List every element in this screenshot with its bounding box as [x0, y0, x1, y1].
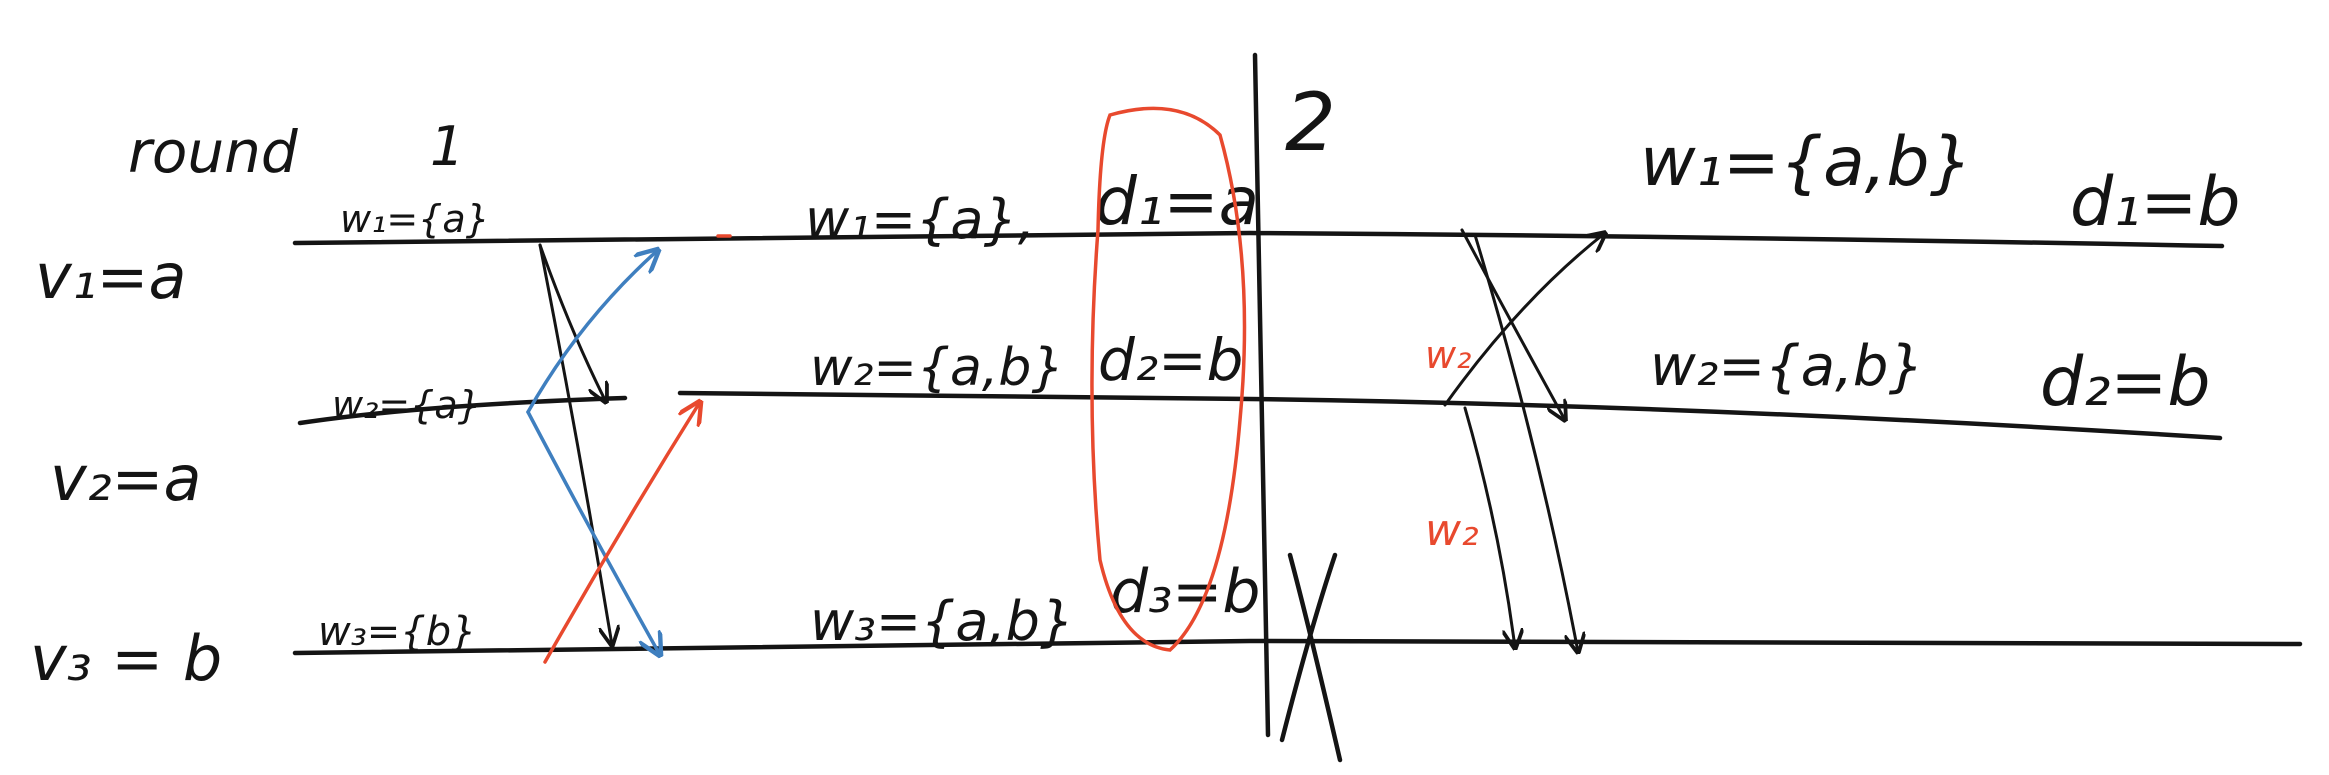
message-v2-to-v3-blue: [526, 410, 660, 655]
round2-message-v1-to-v2: [1460, 228, 1565, 420]
round1-state-w3: w₃={a,b}: [810, 590, 1074, 653]
process-label-v2: v₂=a: [50, 442, 202, 515]
round1-state-d3: d₃=b: [1110, 557, 1261, 627]
decision-highlight-ellipse: [1090, 106, 1247, 652]
round-2-number: 2: [1285, 76, 1336, 169]
round1-state-w2: w₂={a,b}: [810, 338, 1065, 398]
round2-message-v2-to-v3: [1463, 406, 1515, 648]
round1-initial-w2: w₂={a}: [332, 383, 482, 427]
round1-initial-w3: w₃={b}: [318, 609, 477, 655]
timeline-v1: [292, 230, 2225, 249]
message-v3-to-v2-red: [543, 402, 700, 664]
round2-state-w1: w₁={a,b}: [1640, 123, 1973, 202]
round1-initial-w1: w₁={a}: [340, 197, 490, 241]
crash-mark-v3-cross: [1279, 552, 1338, 743]
message-v1-to-v3-black: [538, 243, 612, 645]
process-label-v3: v₃ = b: [30, 622, 222, 695]
process-label-v1: v₁=a: [35, 240, 187, 313]
round2-message-label-2: w₂: [1425, 505, 1479, 556]
round1-state-d1: d₁=a: [1095, 163, 1259, 240]
round1-state-w1: w₁={a},: [805, 188, 1035, 251]
round2-state-d2: d₂=b: [2040, 343, 2211, 422]
round2-state-w2: w₂={a,b}: [1650, 334, 1924, 399]
round-label: round: [128, 118, 299, 186]
crash-mark-v3: [1287, 552, 1343, 763]
timeline-v2-round1: [297, 395, 628, 426]
round2-message-v2-to-v1: [1443, 233, 1605, 407]
message-v2-to-v1-blue: [526, 250, 658, 414]
timeline-v3: [292, 638, 2303, 656]
round-1-number: 1: [430, 115, 464, 178]
round2-message-v1-to-v3: [1473, 233, 1578, 652]
round2-state-d1: d₁=b: [2070, 163, 2241, 242]
timeline-v2: [677, 390, 2223, 441]
round1-state-d2: d₂=b: [1098, 326, 1243, 394]
round-separator: [1252, 52, 1271, 738]
message-v1-to-v2-black: [538, 243, 606, 402]
round2-message-label-1: w₂: [1425, 333, 1471, 377]
